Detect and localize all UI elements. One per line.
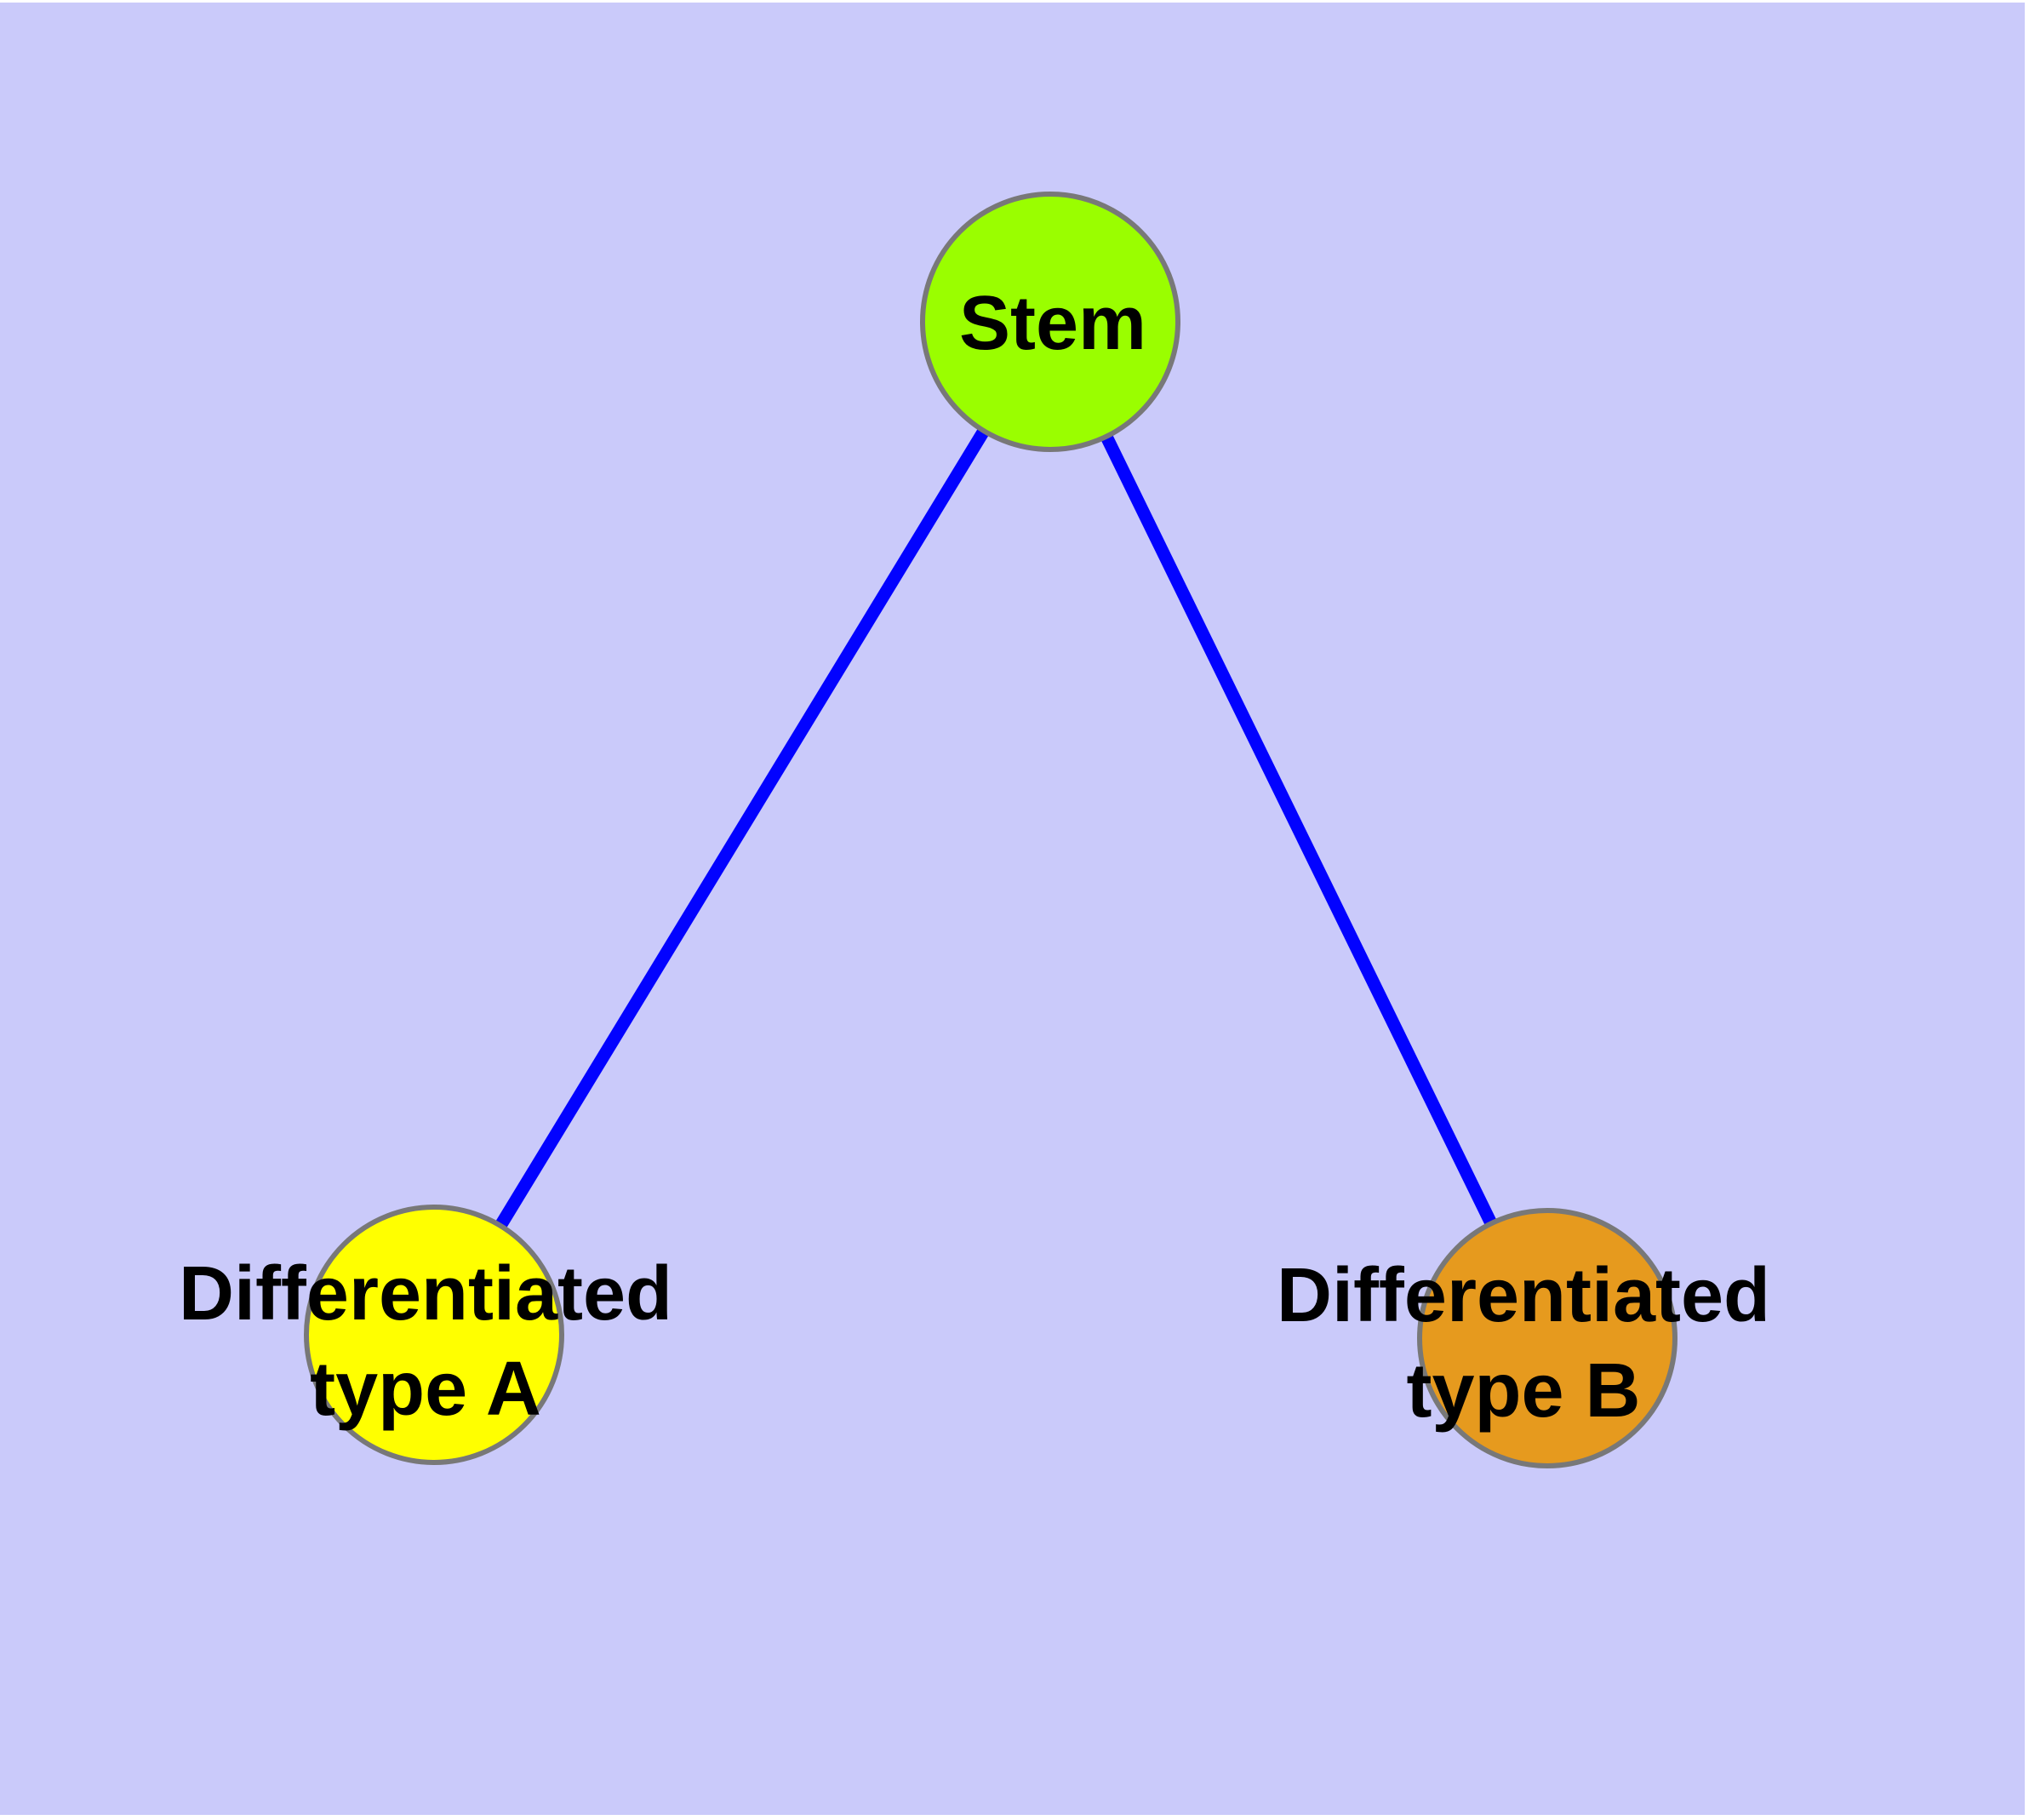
edge-stem-to-type-b: [1044, 318, 1553, 1342]
node-differentiated-type-b: [1417, 1208, 1677, 1468]
node-type-b-label-line2: type B: [1406, 1348, 1640, 1434]
node-type-a-label-line2: type A: [310, 1347, 541, 1432]
edge-stem-to-type-a: [428, 318, 1056, 1338]
node-stem-label: Stem: [959, 281, 1146, 366]
node-stem: [920, 192, 1180, 452]
node-type-a-label-line1: Differentiated: [179, 1251, 672, 1336]
node-type-b-label-line1: Differentiated: [1277, 1253, 1770, 1338]
node-differentiated-type-a: [304, 1205, 564, 1465]
